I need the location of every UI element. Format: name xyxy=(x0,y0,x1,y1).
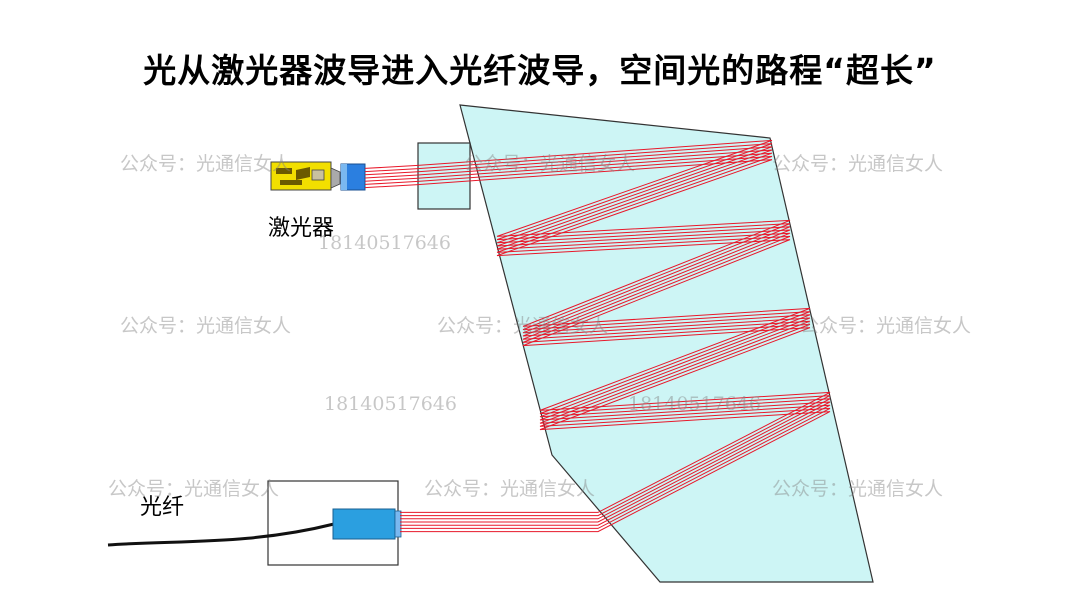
watermark-name: 公众号：光通信女人 xyxy=(464,153,636,175)
light-ray xyxy=(364,159,831,533)
watermark-phone: 18140517646 xyxy=(628,393,761,415)
watermark-phone: 18140517646 xyxy=(318,232,451,254)
laser-label: 激光器 xyxy=(268,216,335,241)
watermark-name: 公众号：光通信女人 xyxy=(800,315,972,337)
light-ray xyxy=(364,146,831,520)
glass-slab xyxy=(459,104,874,583)
watermark-name: 公众号：光通信女人 xyxy=(424,478,596,500)
light-ray xyxy=(364,143,831,517)
watermark-name: 公众号：光通信女人 xyxy=(772,478,944,500)
watermark-name: 公众号：光通信女人 xyxy=(108,478,280,500)
watermark-phone: 18140517646 xyxy=(324,393,457,415)
watermark-name: 公众号：光通信女人 xyxy=(437,315,609,337)
light-ray xyxy=(364,149,831,523)
page-title: 光从激光器波导进入光纤波导，空间光的路程“超长” xyxy=(143,51,937,90)
fiber-label: 光纤 xyxy=(140,495,185,520)
light-ray xyxy=(364,139,831,513)
light-ray xyxy=(364,155,831,529)
watermark-name: 公众号：光通信女人 xyxy=(120,153,292,175)
watermark-name: 公众号：光通信女人 xyxy=(772,153,944,175)
laser-chip xyxy=(270,161,366,191)
watermark-name: 公众号：光通信女人 xyxy=(120,315,292,337)
light-ray xyxy=(364,152,831,526)
fiber-connector xyxy=(332,508,396,540)
light-beam-bundle xyxy=(364,139,831,533)
fiber-cable xyxy=(107,522,335,547)
